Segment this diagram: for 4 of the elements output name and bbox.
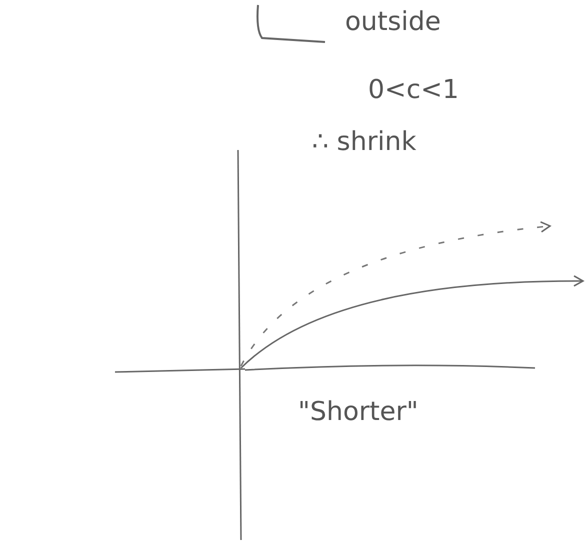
- conclusion-note: ∴ shrink: [312, 128, 416, 157]
- condition-note: 0<c<1: [368, 76, 459, 105]
- region-note: outside: [345, 8, 441, 37]
- axis-note: "Shorter": [298, 398, 418, 427]
